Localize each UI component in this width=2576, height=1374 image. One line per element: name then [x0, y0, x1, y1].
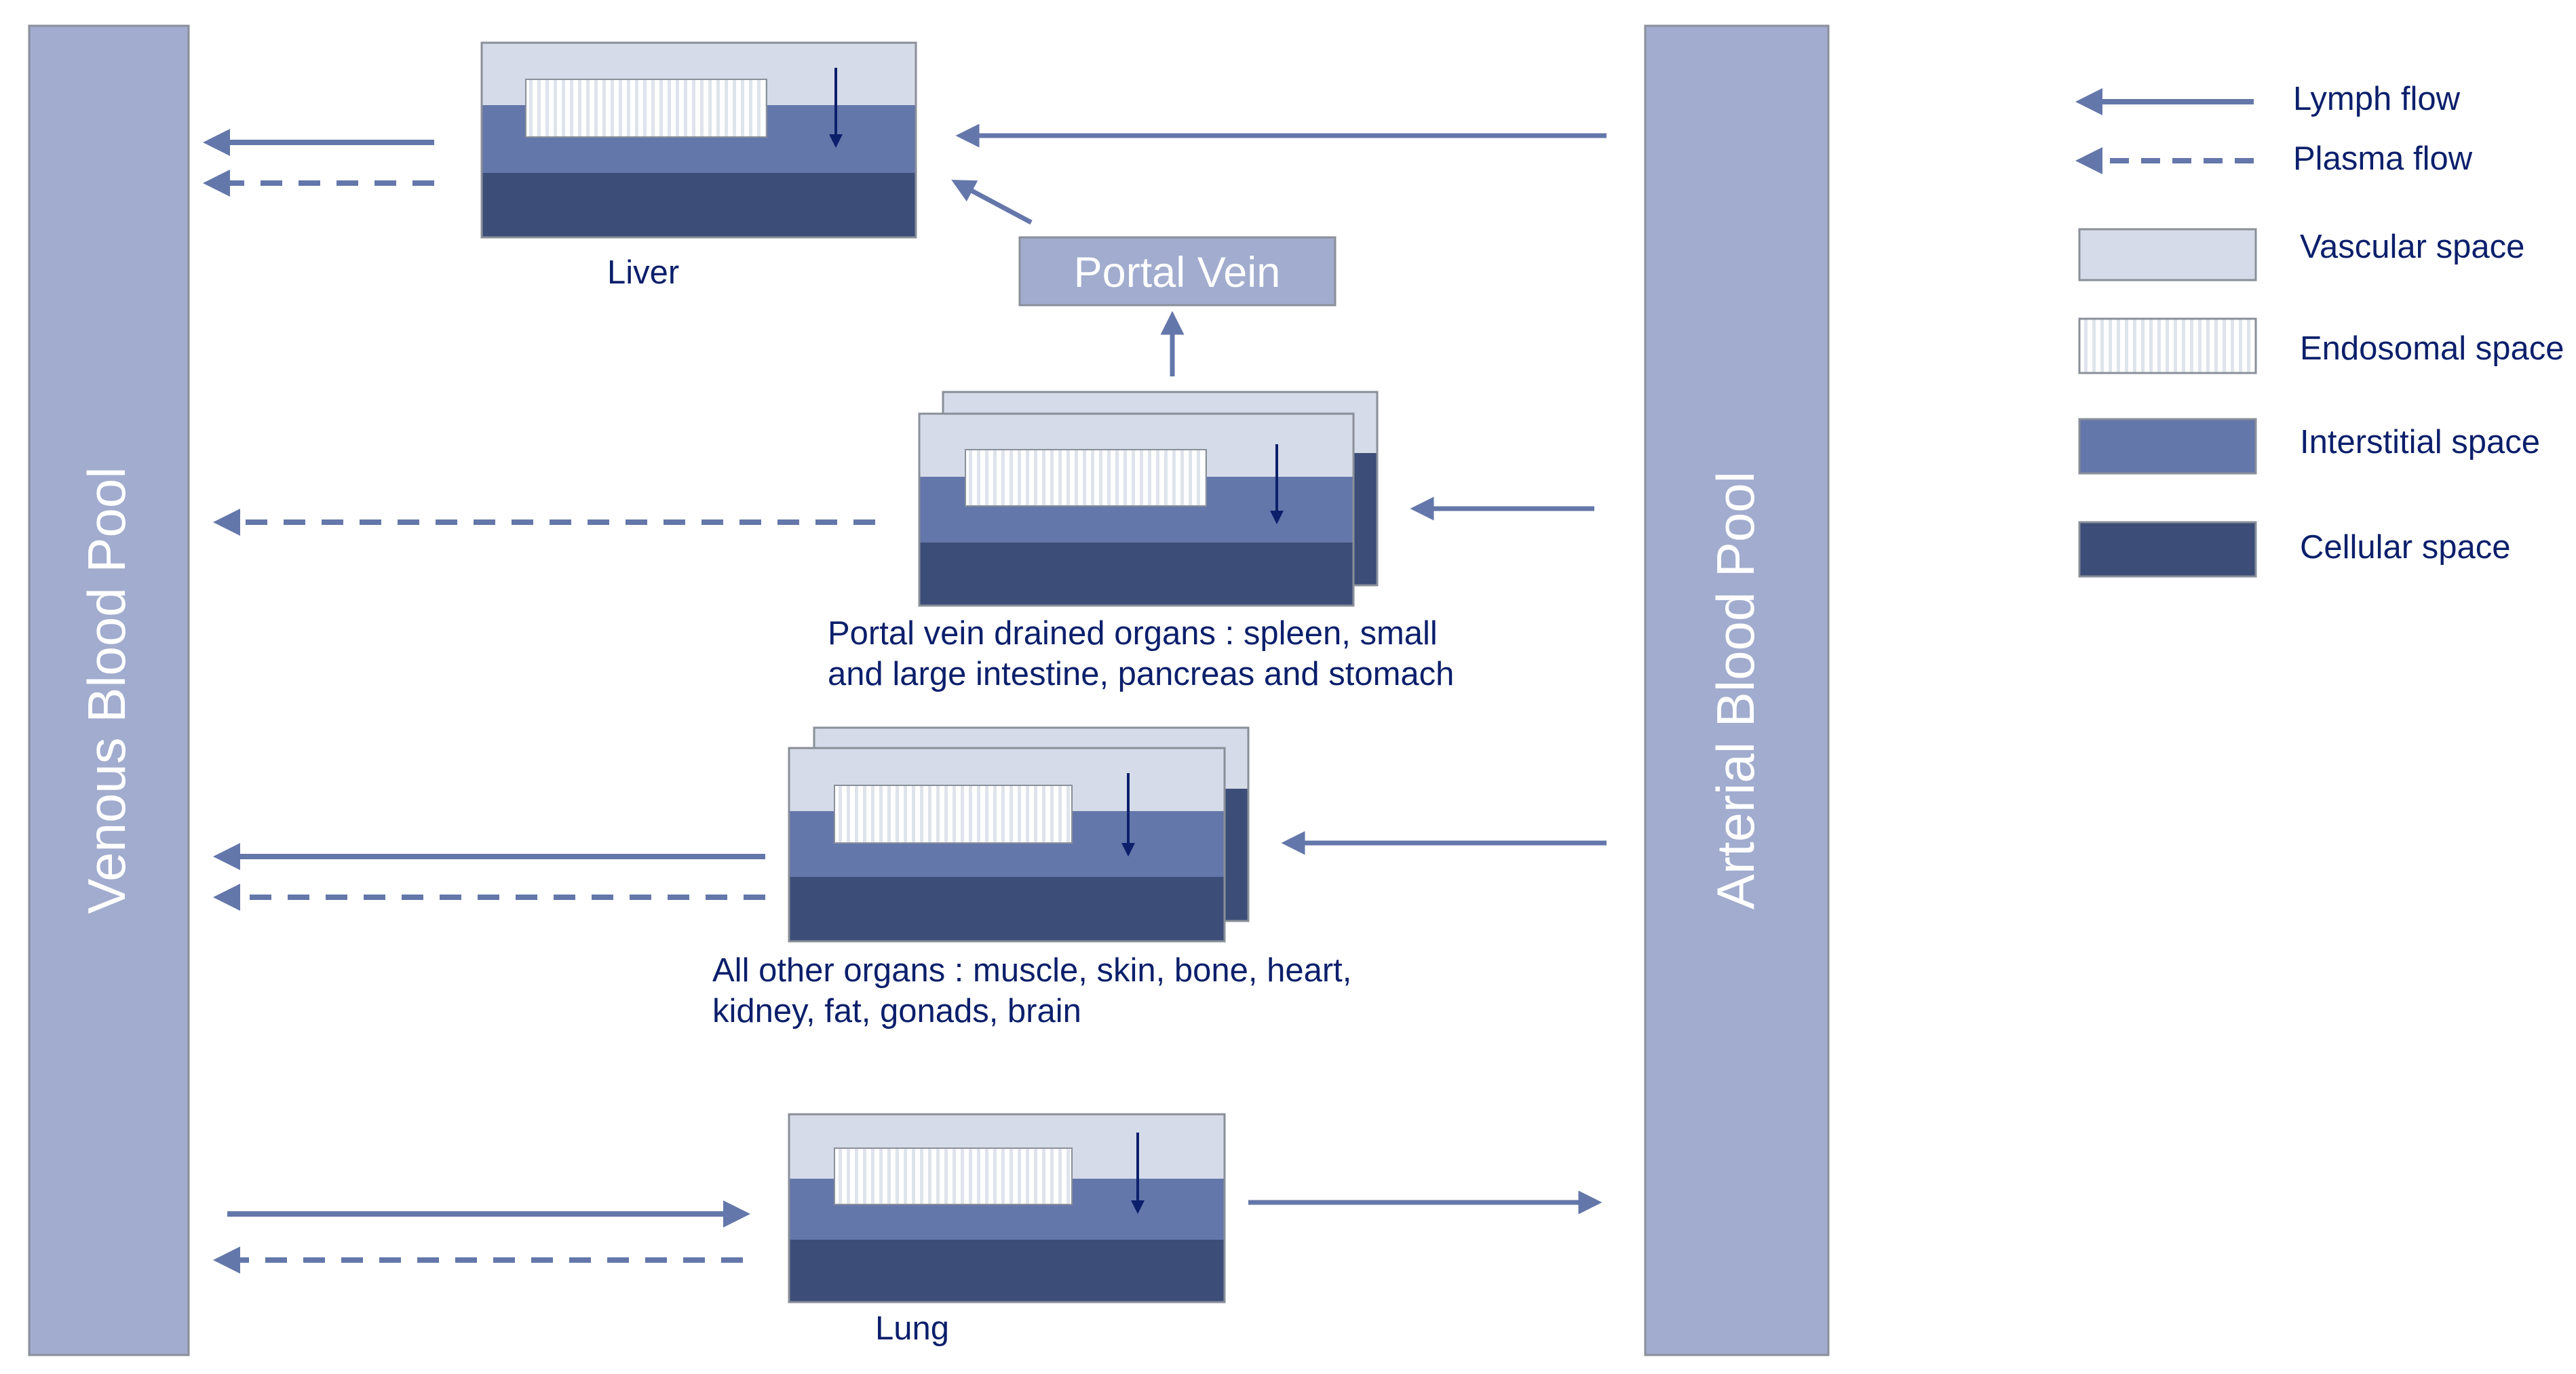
lung-compartment: Lung	[788, 1113, 1226, 1347]
lung-label: Lung	[875, 1310, 949, 1347]
other-organs-compartment: All other organs : muscle, skin, bone, h…	[712, 726, 1351, 1029]
lung-endosomal-space	[834, 1147, 1073, 1205]
legend-label-plasma: Plasma flow	[2293, 140, 2473, 177]
legend-item-endosomal: Endosomal space	[2078, 317, 2564, 374]
liver-endosomal-space	[525, 79, 767, 138]
legend-label-lymph: Lymph flow	[2293, 81, 2461, 117]
liver-label: Liver	[607, 254, 679, 291]
portal-organs-label-line2: and large intestine, pancreas and stomac…	[828, 656, 1454, 692]
portal-organs-endosomal-space	[965, 449, 1207, 507]
portal-organs-compartment: Portal vein drained organs : spleen, sma…	[828, 391, 1454, 692]
portal-vein-box: Portal Vein	[1018, 236, 1337, 307]
legend-item-vascular: Vascular space	[2078, 228, 2524, 281]
legend-label-endosomal: Endosomal space	[2300, 330, 2564, 367]
interstitial-space-swatch	[2078, 418, 2257, 475]
arterial-blood-pool: Arterial Blood Pool	[1644, 24, 1830, 1356]
arterial-blood-pool-label: Arterial Blood Pool	[1706, 471, 1765, 909]
other-organs-label-line2: kidney, fat, gonads, brain	[712, 993, 1081, 1029]
legend: Lymph flow Plasma flow Vascular space En…	[2075, 81, 2564, 578]
legend-label-vascular: Vascular space	[2300, 229, 2524, 265]
liver-compartment: Liver	[480, 41, 917, 291]
legend-label-interstitial: Interstitial space	[2300, 424, 2540, 460]
flow-arrows	[203, 123, 1607, 1274]
endosomal-space-swatch	[2078, 317, 2257, 374]
legend-label-cellular: Cellular space	[2300, 529, 2511, 566]
other-organs-endosomal-space	[834, 785, 1073, 844]
vascular-space-swatch	[2078, 228, 2257, 281]
venous-blood-pool: Venous Blood Pool	[28, 24, 190, 1356]
legend-item-lymph: Lymph flow	[2075, 81, 2461, 117]
legend-item-cellular: Cellular space	[2078, 521, 2511, 578]
legend-item-interstitial: Interstitial space	[2078, 418, 2540, 475]
portal-organs-label-line1: Portal vein drained organs : spleen, sma…	[828, 615, 1438, 652]
other-organs-label-line1: All other organs : muscle, skin, bone, h…	[712, 952, 1351, 989]
cellular-space-swatch	[2078, 521, 2257, 578]
portal-vein-label: Portal Vein	[1074, 249, 1281, 296]
venous-blood-pool-label: Venous Blood Pool	[77, 467, 136, 914]
legend-item-plasma: Plasma flow	[2075, 140, 2473, 177]
portal-vein-to-liver-arrow	[951, 180, 1033, 225]
